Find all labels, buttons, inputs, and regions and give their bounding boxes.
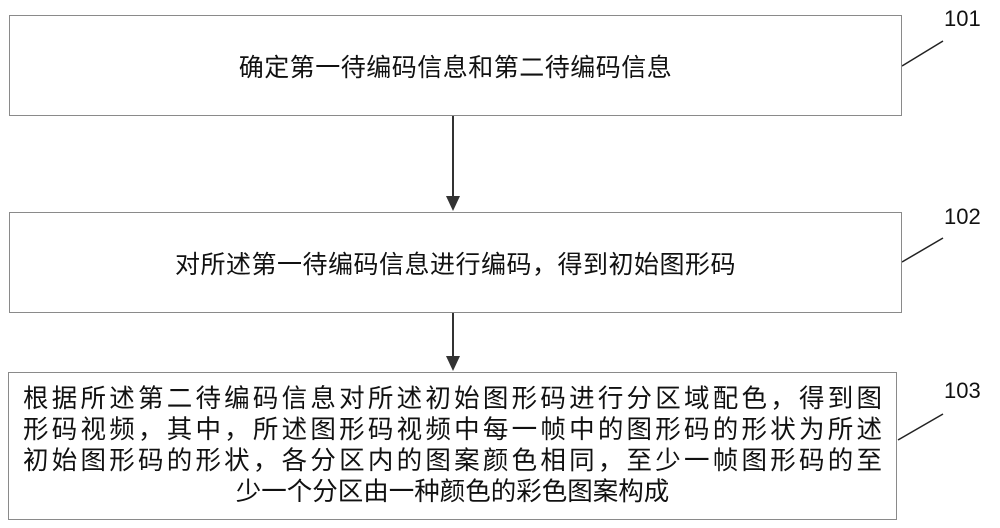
leader-line-103 xyxy=(897,413,944,441)
step-label-101: 101 xyxy=(944,6,981,31)
step-box-102: 对所述第一待编码信息进行编码，得到初始图形码 xyxy=(9,212,902,313)
step-text-line: 少一个分区由一种颜色的彩色图案构成 xyxy=(235,477,670,507)
step-text-line: 初始图形码的形状，各分区内的图案颜色相同，至少一帧图形码的至 xyxy=(23,446,882,476)
step-text: 对所述第一待编码信息进行编码，得到初始图形码 xyxy=(174,249,736,279)
step-box-103: 根据所述第二待编码信息对所述初始图形码进行分区域配色，得到图 形码视频，其中，所… xyxy=(8,372,897,520)
step-box-101: 确定第一待编码信息和第二待编码信息 xyxy=(9,15,902,116)
step-text-line: 形码视频，其中，所述图形码视频中每一帧中的图形码的形状为所述 xyxy=(23,415,882,445)
arrowhead-icon xyxy=(446,356,460,371)
step-label-103: 103 xyxy=(944,378,981,403)
step-text: 确定第一待编码信息和第二待编码信息 xyxy=(238,52,673,82)
step-label-102: 102 xyxy=(944,204,981,229)
arrowhead-icon xyxy=(446,196,460,211)
leader-line-102 xyxy=(901,237,944,263)
step-text-line: 根据所述第二待编码信息对所述初始图形码进行分区域配色，得到图 xyxy=(23,384,882,414)
leader-line-101 xyxy=(901,40,944,67)
